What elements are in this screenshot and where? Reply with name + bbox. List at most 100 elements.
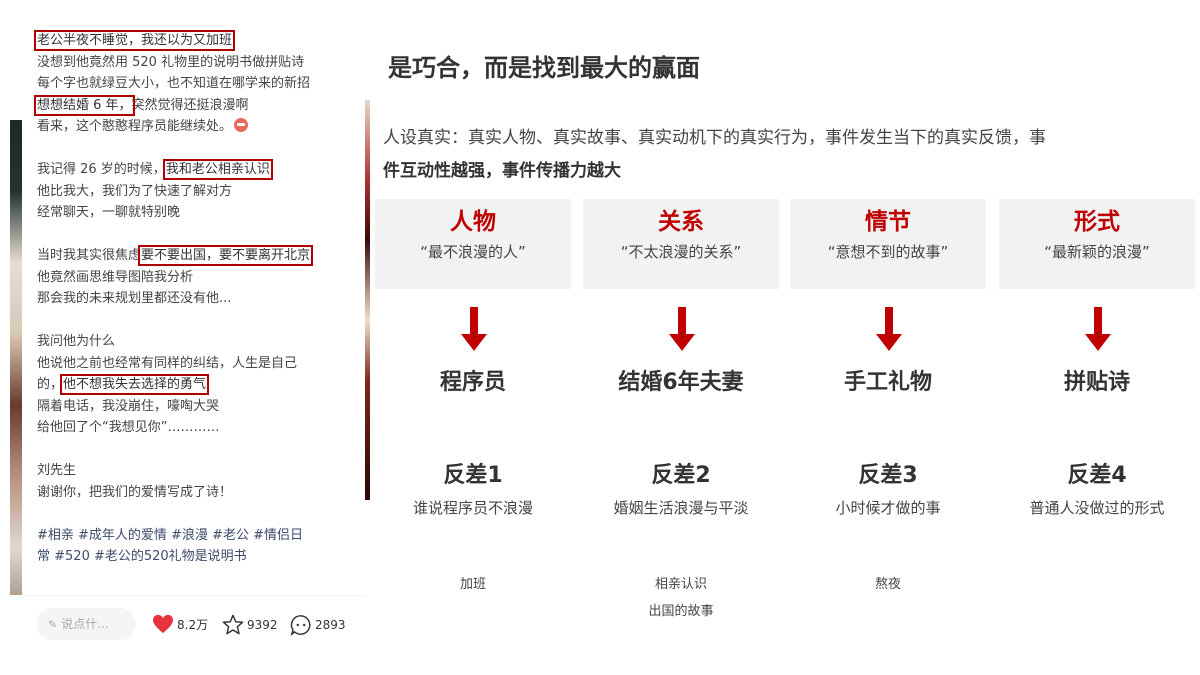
column-plot: 情节 “意想不到的故事” 手工礼物 反差3 小时候才做的事 熬夜 [790, 199, 986, 639]
column-desc: 谁说程序员不浪漫 [412, 499, 533, 517]
post-text: 我问他为什么 [37, 334, 116, 349]
column-contrast: 反差4 [1067, 463, 1127, 488]
social-post: 老公半夜不睡觉，我还以为又加班 没想到他竟然用 520 礼物里的说明书做拼贴诗 … [22, 22, 365, 595]
column-notes: 熬夜 [790, 571, 986, 598]
column-role: 程序员 [439, 370, 506, 395]
highlighted-phrase: 要不要出国，要不要离开北京 [138, 245, 314, 266]
column-notes: 相亲认识 出国的故事 [583, 571, 779, 625]
post-text: 我记得 26 岁的时候， [37, 162, 166, 177]
column-card: 人物 “最不浪漫的人” [375, 199, 571, 289]
down-arrow-icon [669, 307, 695, 351]
pencil-icon: ✎ [48, 618, 58, 631]
comment-count: 2893 [315, 618, 346, 632]
post-line: 他比我大，我们为了快速了解对方 [37, 181, 362, 203]
post-text: 看来，这个憨憨程序员能继续处。 [37, 119, 233, 134]
column-role: 手工礼物 [843, 370, 932, 395]
column-contrast: 反差1 [443, 463, 503, 488]
slide-intro: 人设真实：真实人物、真实故事、真实动机下的真实行为，事件发生当下的真实反馈，事 … [383, 122, 1183, 188]
hashtags[interactable]: #相亲 #成年人的爱情 #浪漫 #老公 #情侣日 [37, 527, 303, 543]
column-card: 形式 “最新颖的浪漫” [999, 199, 1195, 289]
column-heading: 情节 [865, 209, 911, 235]
post-line: 给他回了个“我想见你”………… [37, 417, 362, 439]
post-text: 他竟然画思维导图陪我分析 [37, 269, 194, 285]
post-line: 他竟然画思维导图陪我分析 [37, 267, 362, 289]
column-note: 熬夜 [874, 577, 901, 592]
post-text: 没想到他竟然用 520 礼物里的说明书做拼贴诗 [37, 54, 305, 70]
intro-bold-text: 件互动性越强，事件传播力越大 [383, 161, 621, 181]
slide-title: 是巧合，而是找到最大的赢面 [388, 54, 700, 82]
contrast-columns: 人物 “最不浪漫的人” 程序员 反差1 谁说程序员不浪漫 加班 关系 “不太浪漫… [375, 199, 1200, 639]
column-notes: 加班 [375, 571, 571, 598]
intro-text: 人设真实：真实人物、真实故事、真实动机下的真实行为，事件发生当下的真实反馈，事 [383, 128, 1046, 148]
heart-icon [153, 614, 173, 634]
post-line: 我记得 26 岁的时候，我和老公相亲认识 [37, 159, 362, 181]
column-heading: 人物 [450, 209, 496, 235]
highlighted-phrase: 我和老公相亲认识 [162, 159, 273, 180]
down-arrow-icon [1085, 307, 1111, 351]
comment-bubble-icon [290, 615, 311, 636]
post-line: 刘先生 [37, 460, 362, 482]
post-line: 每个字也就绿豆大小，也不知道在哪学来的新招 [37, 73, 362, 95]
favorite-button[interactable]: 9392 [222, 614, 278, 635]
post-line: 谢谢你，把我们的爱情写成了诗！ [37, 482, 362, 504]
hashtags[interactable]: 常 #520 #老公的520礼物是说明书 [37, 549, 247, 564]
column-character: 人物 “最不浪漫的人” 程序员 反差1 谁说程序员不浪漫 加班 [375, 199, 571, 639]
post-text: 突然觉得还挺浪漫啊 [131, 97, 249, 113]
post-line: 看来，这个憨憨程序员能继续处。 [37, 116, 362, 138]
emoji-icon [234, 118, 249, 132]
post-line: 想想结婚 6 年，突然觉得还挺浪漫啊 [34, 94, 362, 117]
column-quote: “不太浪漫的关系” [620, 243, 742, 261]
favorite-count: 9392 [247, 617, 278, 632]
post-line: 我问他为什么 [37, 331, 362, 353]
like-count: 8.2万 [177, 617, 209, 632]
column-role: 拼贴诗 [1063, 370, 1130, 395]
hashtag-line[interactable]: #相亲 #成年人的爱情 #浪漫 #老公 #情侣日 [37, 525, 362, 547]
post-text: 谢谢你，把我们的爱情写成了诗！ [37, 484, 233, 500]
post-action-bar: ✎说点什... 8.2万 9392 2893 [22, 595, 365, 653]
column-contrast: 反差3 [858, 463, 918, 488]
comment-placeholder: 说点什... [61, 617, 109, 631]
down-arrow-icon [461, 307, 487, 351]
column-note: 相亲认识 [654, 577, 707, 592]
post-text: 当时我其实很焦虑 [37, 248, 142, 263]
column-heading: 关系 [658, 209, 704, 235]
down-arrow-icon [876, 307, 902, 351]
like-button[interactable]: 8.2万 [152, 614, 208, 634]
background-photo-strip-left [10, 120, 22, 595]
column-quote: “最不浪漫的人” [420, 243, 526, 261]
post-text: 刘先生 [37, 463, 77, 478]
column-note: 加班 [459, 577, 486, 592]
post-line: 经常聊天，一聊就特别晚 [37, 202, 362, 224]
column-heading: 形式 [1074, 209, 1120, 235]
post-text: 给他回了个“我想见你”………… [37, 420, 220, 435]
post-text: 那会我的未来规划里都还没有他... [37, 291, 232, 306]
column-quote: “最新颖的浪漫” [1044, 243, 1150, 261]
column-note: 出国的故事 [648, 604, 714, 619]
highlighted-phrase: 老公半夜不睡觉，我还以为又加班 [33, 30, 236, 51]
post-text: 他说他之前也经常有同样的纠结，人生是自己 [37, 355, 298, 371]
post-line: 老公半夜不睡觉，我还以为又加班 [33, 30, 362, 52]
column-desc: 小时候才做的事 [835, 499, 941, 517]
post-line: 没想到他竟然用 520 礼物里的说明书做拼贴诗 [37, 52, 362, 74]
comment-button[interactable]: 2893 [290, 614, 346, 636]
column-desc: 婚姻生活浪漫与平淡 [613, 499, 749, 517]
star-icon [222, 614, 244, 635]
post-line: 那会我的未来规划里都还没有他... [37, 288, 362, 310]
column-card: 关系 “不太浪漫的关系” [583, 199, 779, 289]
post-text: 隔着电话，我没崩住，嚎啕大哭 [37, 398, 220, 414]
post-line: 他说他之前也经常有同样的纠结，人生是自己 [37, 353, 362, 375]
post-text: 经常聊天，一聊就特别晚 [37, 205, 181, 220]
post-line: 隔着电话，我没崩住，嚎啕大哭 [37, 396, 362, 418]
comment-input[interactable]: ✎说点什... [36, 608, 136, 640]
hashtag-line[interactable]: 常 #520 #老公的520礼物是说明书 [37, 546, 362, 568]
background-photo-strip [365, 100, 370, 500]
highlighted-phrase: 他不想我失去选择的勇气 [60, 374, 210, 395]
column-quote: “意想不到的故事” [827, 243, 949, 261]
column-role: 结婚6年夫妻 [618, 370, 744, 395]
post-line: 当时我其实很焦虑要不要出国，要不要离开北京 [37, 245, 362, 267]
column-form: 形式 “最新颖的浪漫” 拼贴诗 反差4 普通人没做过的形式 [999, 199, 1195, 639]
column-relationship: 关系 “不太浪漫的关系” 结婚6年夫妻 反差2 婚姻生活浪漫与平淡 相亲认识 出… [583, 199, 779, 639]
column-desc: 普通人没做过的形式 [1029, 499, 1165, 517]
highlighted-phrase: 想想结婚 6 年， [34, 94, 135, 116]
